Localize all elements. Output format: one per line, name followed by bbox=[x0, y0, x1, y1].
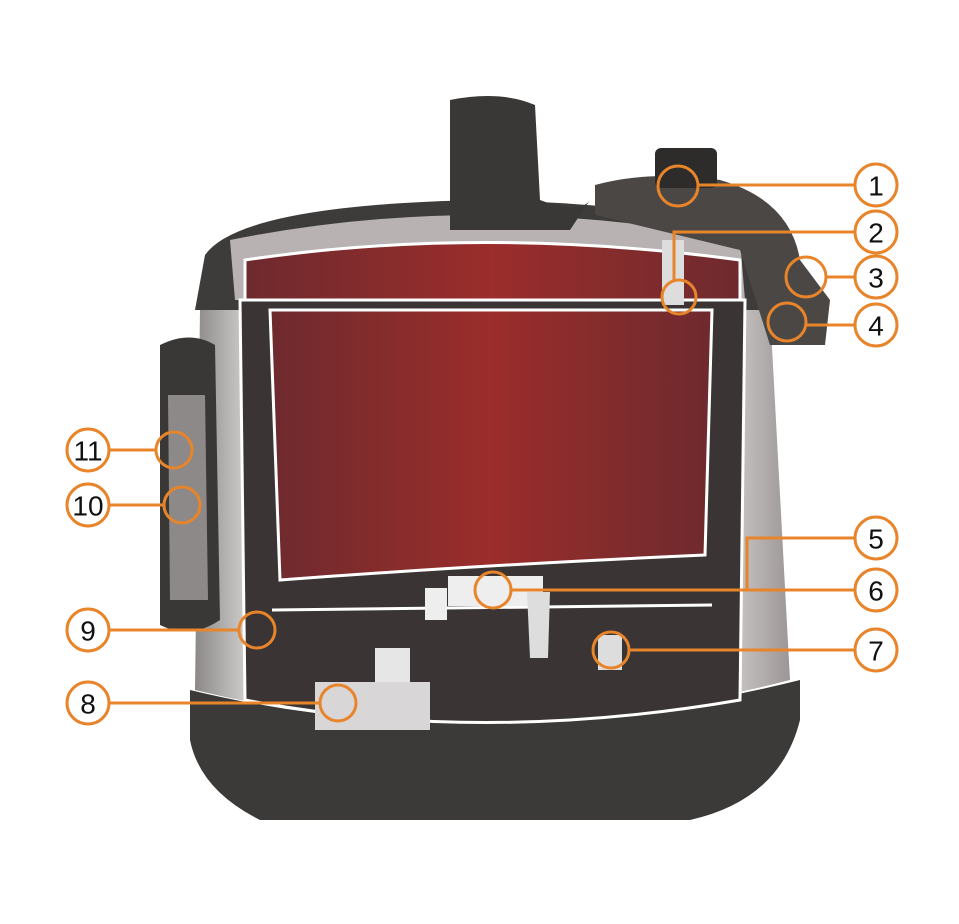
callout-label: 10 bbox=[72, 491, 103, 522]
callout-label: 9 bbox=[80, 616, 96, 647]
sensor-mount bbox=[425, 588, 447, 620]
spring-bracket bbox=[527, 592, 550, 658]
callout-5: 5 bbox=[853, 515, 899, 561]
callout-label: 6 bbox=[868, 576, 884, 607]
callout-leaders bbox=[109, 164, 855, 723]
inner-pot bbox=[268, 308, 714, 582]
callout-11: 11 bbox=[65, 427, 111, 473]
callout-4: 4 bbox=[853, 302, 899, 348]
steam-release-knob bbox=[450, 96, 590, 230]
callout-label: 8 bbox=[80, 689, 96, 720]
callout-2: 2 bbox=[853, 209, 899, 255]
control-panel-face bbox=[168, 395, 208, 600]
power-connector bbox=[375, 648, 410, 683]
callout-3: 3 bbox=[853, 254, 899, 300]
callout-1: 1 bbox=[853, 162, 899, 208]
lid-cross-section bbox=[243, 241, 742, 302]
circuit-board bbox=[315, 682, 430, 730]
callout-label: 5 bbox=[868, 524, 884, 555]
callout-6: 6 bbox=[853, 567, 899, 613]
callout-label: 3 bbox=[868, 263, 884, 294]
callout-label: 7 bbox=[868, 636, 884, 667]
callout-label: 11 bbox=[73, 436, 102, 467]
callout-7: 7 bbox=[853, 627, 899, 673]
lid-handle bbox=[595, 176, 830, 345]
cooker-illustration bbox=[160, 96, 830, 820]
callout-label: 1 bbox=[868, 171, 884, 202]
callout-label: 4 bbox=[868, 311, 884, 342]
callout-9: 9 bbox=[65, 607, 111, 653]
callout-10: 10 bbox=[65, 482, 111, 528]
callout-label: 2 bbox=[868, 218, 884, 249]
cooker-base bbox=[190, 680, 800, 820]
callout-8: 8 bbox=[65, 680, 111, 726]
